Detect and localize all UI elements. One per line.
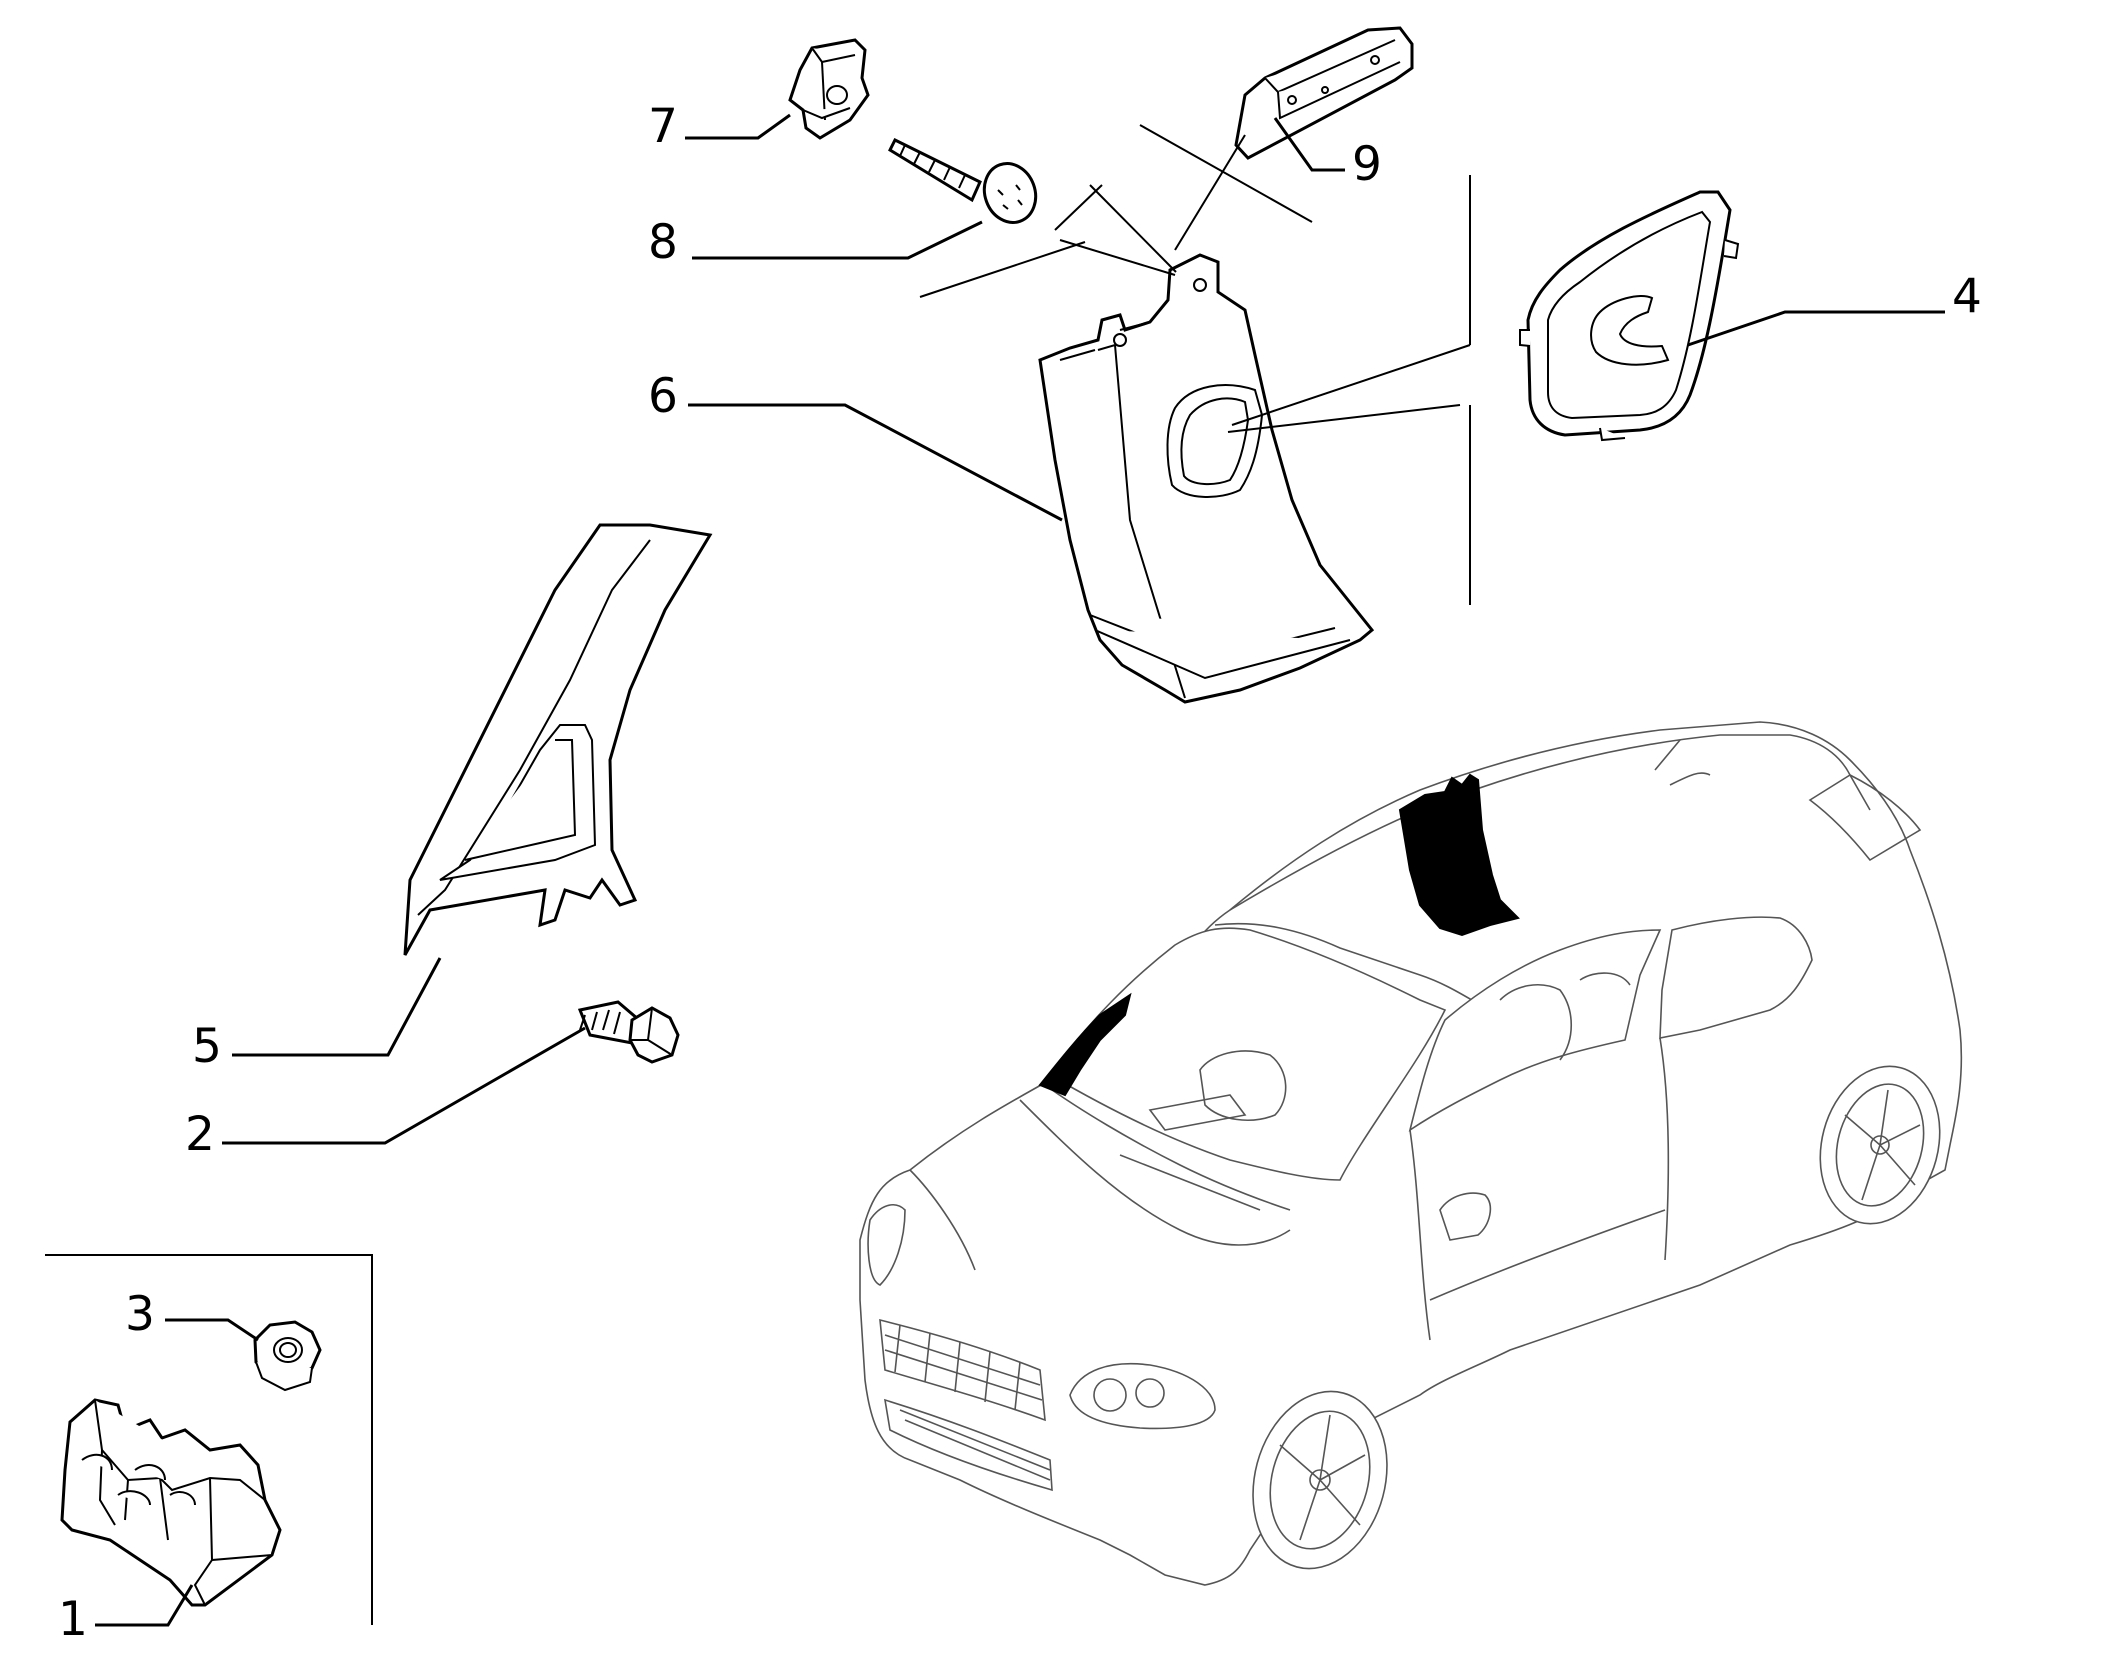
part-6-b-pillar-trim[interactable]	[1038, 253, 1375, 704]
part-2-bolt[interactable]	[577, 1000, 680, 1064]
part-9-bracket[interactable]	[1234, 26, 1414, 160]
callout-labels: 7 8 9 4 6 5 2 3 1	[58, 99, 1982, 1647]
part-4-cover[interactable]	[1519, 190, 1740, 442]
car-illustration	[859, 721, 1963, 1586]
part-5-a-pillar-trim[interactable]	[403, 523, 713, 956]
car-b-pillar-highlight	[1398, 773, 1520, 937]
label-part-1: 1	[58, 1592, 88, 1647]
label-part-5: 5	[192, 1019, 222, 1074]
label-part-2: 2	[185, 1107, 215, 1162]
label-part-7: 7	[648, 99, 678, 154]
label-part-8: 8	[648, 215, 678, 270]
part-3-nut[interactable]	[253, 1320, 322, 1392]
label-part-6: 6	[648, 369, 678, 424]
part-8-screw[interactable]	[888, 137, 1044, 230]
section-lines	[919, 124, 1471, 605]
leader-lines	[95, 113, 1945, 1627]
part-7-clip[interactable]	[788, 38, 870, 140]
part-1-clip[interactable]	[60, 1398, 282, 1607]
label-part-9: 9	[1352, 137, 1382, 192]
label-part-3: 3	[125, 1287, 155, 1342]
car-a-pillar-highlight	[1038, 992, 1132, 1097]
label-part-4: 4	[1952, 269, 1982, 324]
group-box-part-1-3	[45, 1254, 373, 1625]
